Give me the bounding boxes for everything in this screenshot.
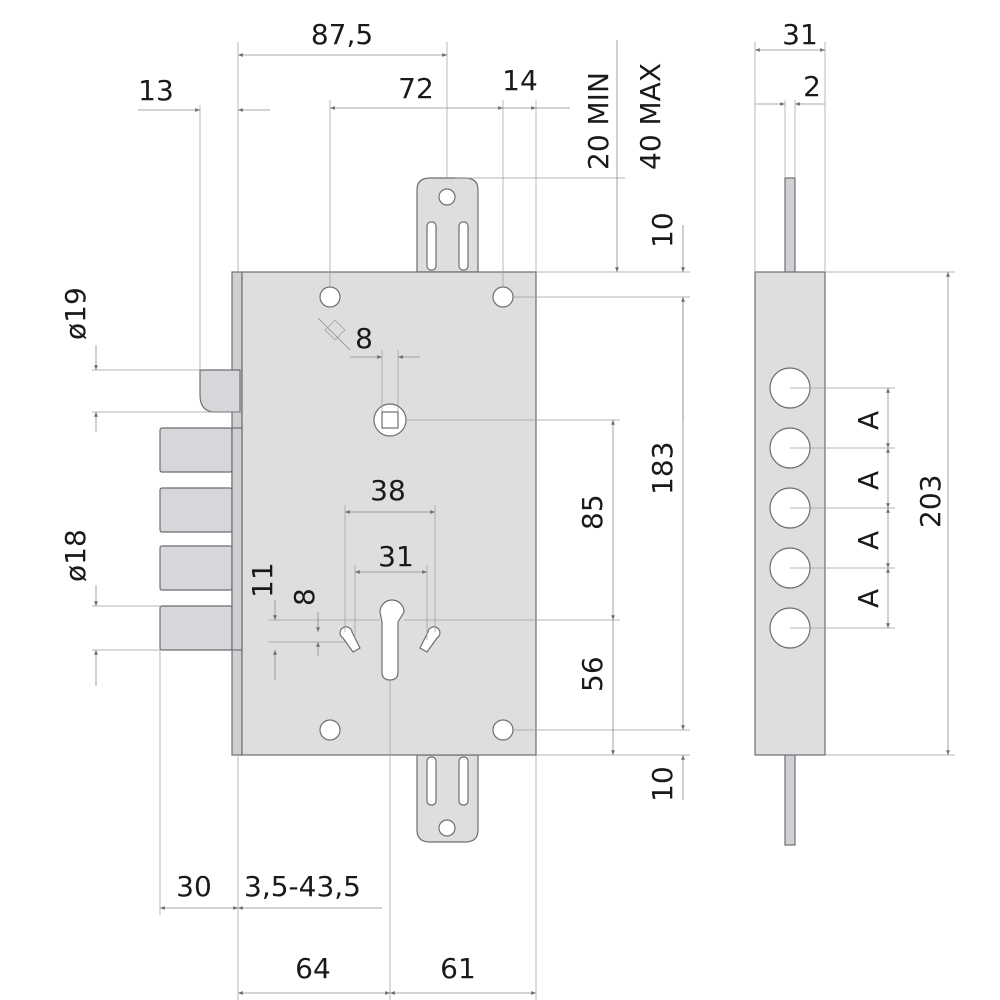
lock-case xyxy=(241,271,537,756)
deadbolt-1 xyxy=(159,427,233,473)
dim-a-1: A xyxy=(852,411,885,430)
dim-3-5-43-5: 3,5-43,5 xyxy=(244,870,361,903)
dim-side-31: 31 xyxy=(782,18,818,51)
dim-bottom-10: 10 xyxy=(646,766,679,802)
dim-87-5: 87,5 xyxy=(311,18,373,51)
dim-183: 183 xyxy=(646,442,679,495)
upper-slot-left xyxy=(426,221,437,271)
mount-hole-top-left xyxy=(319,286,341,308)
lower-slot-right xyxy=(458,756,469,806)
deadbolt-2 xyxy=(159,487,233,533)
dim-85: 85 xyxy=(576,494,609,530)
dim-cyl-31: 31 xyxy=(378,540,414,573)
dim-40-max: 40 MAX xyxy=(634,63,667,170)
dim-56: 56 xyxy=(576,656,609,692)
dim-20-min: 20 MIN xyxy=(582,72,615,170)
dim-11: 11 xyxy=(246,562,279,598)
side-view xyxy=(754,177,826,846)
lower-slot-left xyxy=(426,756,437,806)
dim-dia-19: ø19 xyxy=(59,287,92,340)
latch-bolt xyxy=(199,369,241,413)
cylinder-notch-left xyxy=(339,626,361,653)
dim-top-10: 10 xyxy=(646,212,679,248)
dim-dia-18: ø18 xyxy=(59,529,92,582)
dimension-labels: 87,5 13 72 14 20 MIN 40 MAX 31 2 ø19 8 1… xyxy=(59,18,947,985)
upper-slot-right xyxy=(458,221,469,271)
dimension-lines xyxy=(92,40,955,1000)
dim-a-4: A xyxy=(852,589,885,608)
deadbolt-3 xyxy=(159,545,233,591)
front-view xyxy=(159,177,537,843)
dim-61: 61 xyxy=(440,952,476,985)
mount-hole-bottom-right xyxy=(492,719,514,741)
lower-extension-hole xyxy=(438,819,456,837)
dim-a-3: A xyxy=(852,531,885,550)
dim-a-2: A xyxy=(852,471,885,490)
dim-cyl-38: 38 xyxy=(370,474,406,507)
dim-14: 14 xyxy=(502,64,538,97)
bolt-connector xyxy=(231,427,243,651)
mount-hole-bottom-left xyxy=(319,719,341,741)
dim-13: 13 xyxy=(138,74,174,107)
dim-side-2: 2 xyxy=(803,70,821,103)
dim-203: 203 xyxy=(914,475,947,528)
dim-64: 64 xyxy=(295,952,331,985)
dim-8-small: 8 xyxy=(288,588,321,606)
handle-square xyxy=(381,411,399,429)
dim-square-8: 8 xyxy=(355,322,373,355)
dim-30: 30 xyxy=(176,870,212,903)
deadbolt-4 xyxy=(159,605,233,651)
dim-72: 72 xyxy=(398,72,434,105)
mount-hole-top-right xyxy=(492,286,514,308)
upper-extension-hole xyxy=(438,188,456,206)
cylinder-profile xyxy=(379,599,405,681)
